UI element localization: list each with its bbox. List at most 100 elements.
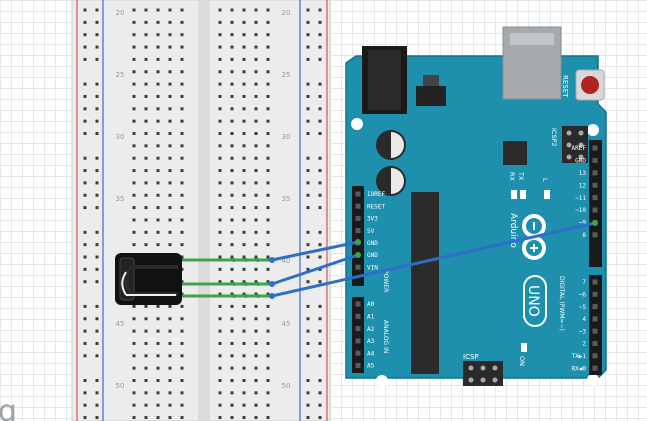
breadboard-hole: [156, 156, 160, 160]
breadboard-hole: [242, 317, 246, 321]
header-pin: [355, 326, 361, 332]
icsp2-header: [562, 126, 588, 163]
breadboard-hole: [242, 70, 246, 74]
breadboard-hole: [168, 57, 172, 61]
breadboard-hole: [318, 317, 322, 321]
breadboard-hole: [83, 329, 87, 333]
rx-led: [511, 190, 517, 199]
pin-label: A1: [367, 314, 375, 321]
breadboard-hole: [218, 341, 222, 345]
pin-label: VIN: [367, 264, 378, 271]
breadboard-hole: [218, 317, 222, 321]
breadboard-hole: [218, 354, 222, 358]
breadboard-hole: [144, 70, 148, 74]
breadboard-hole: [266, 280, 270, 284]
breadboard-hole: [254, 292, 258, 296]
breadboard-hole: [95, 193, 99, 197]
breadboard-hole: [254, 317, 258, 321]
breadboard-hole: [180, 341, 184, 345]
breadboard-hole: [83, 193, 87, 197]
breadboard-hole: [83, 20, 87, 24]
breadboard-hole: [132, 20, 136, 24]
breadboard-hole: [242, 193, 246, 197]
breadboard-hole: [306, 169, 310, 173]
breadboard-hole: [266, 169, 270, 173]
header-pin: [592, 195, 598, 201]
header-pin: [592, 207, 598, 213]
breadboard-hole: [83, 230, 87, 234]
breadboard-hole: [132, 169, 136, 173]
breadboard-hole: [132, 416, 136, 420]
breadboard-hole: [83, 255, 87, 259]
breadboard-hole: [83, 119, 87, 123]
pin-label: 8: [582, 232, 586, 239]
pin-label: ~11: [575, 195, 586, 202]
breadboard-hole: [180, 169, 184, 173]
breadboard-hole: [83, 169, 87, 173]
breadboard-hole: [254, 181, 258, 185]
breadboard-hole: [168, 132, 172, 135]
breadboard-hole: [242, 366, 246, 370]
breadboard-hole: [83, 403, 87, 407]
breadboard-hole: [156, 317, 160, 321]
breadboard-hole: [306, 156, 310, 160]
reset-button[interactable]: [575, 69, 605, 101]
breadboard-hole: [83, 132, 87, 135]
breadboard-hole: [306, 341, 310, 345]
breadboard-hole: [144, 132, 148, 135]
breadboard-hole: [156, 169, 160, 173]
row-number: 40: [282, 257, 291, 265]
breadboard-hole: [168, 391, 172, 395]
breadboard-hole: [306, 181, 310, 185]
header-pin: [592, 291, 598, 297]
breadboard-hole: [95, 45, 99, 49]
breadboard-hole: [318, 45, 322, 49]
usb-chip: [503, 141, 527, 165]
row-number: 50: [116, 382, 125, 390]
breadboard-hole: [318, 206, 322, 210]
breadboard-hole: [266, 243, 270, 247]
breadboard-hole: [230, 107, 234, 111]
rx-label: RX: [508, 172, 516, 182]
breadboard-hole: [318, 391, 322, 395]
breadboard-hole: [95, 119, 99, 123]
breadboard-hole: [266, 45, 270, 49]
breadboard-hole: [254, 341, 258, 345]
breadboard-hole: [266, 218, 270, 222]
brand-label: Arduino: [508, 213, 518, 248]
breadboard-hole: [168, 119, 172, 123]
breadboard-hole: [254, 193, 258, 197]
breadboard-hole: [242, 403, 246, 407]
row-number: 50: [282, 382, 291, 390]
breadboard-hole: [168, 107, 172, 111]
breadboard-hole: [242, 82, 246, 86]
breadboard-hole: [254, 354, 258, 358]
breadboard-hole: [180, 304, 184, 308]
breadboard-hole: [144, 341, 148, 345]
breadboard-hole: [242, 57, 246, 61]
breadboard-hole: [266, 107, 270, 111]
breadboard-hole: [83, 416, 87, 420]
breadboard-hole: [230, 218, 234, 222]
breadboard-hole: [266, 329, 270, 333]
breadboard-hole: [266, 57, 270, 61]
breadboard-hole: [144, 144, 148, 148]
breadboard-hole: [168, 181, 172, 185]
breadboard-hole: [266, 119, 270, 123]
breadboard-hole: [180, 255, 184, 259]
breadboard-hole: [254, 57, 258, 61]
breadboard-hole: [266, 292, 270, 296]
pin-label: A2: [367, 326, 375, 333]
row-number: 45: [116, 320, 125, 328]
breadboard-hole: [230, 255, 234, 259]
breadboard-hole: [83, 45, 87, 49]
breadboard-hole: [156, 57, 160, 61]
pin-label: A5: [367, 363, 375, 370]
breadboard-hole: [83, 82, 87, 86]
breadboard-hole: [218, 119, 222, 123]
breadboard-hole: [306, 33, 310, 37]
breadboard-hole: [132, 119, 136, 123]
breadboard-hole: [306, 329, 310, 333]
breadboard-hole: [230, 317, 234, 321]
breadboard-hole: [132, 317, 136, 321]
